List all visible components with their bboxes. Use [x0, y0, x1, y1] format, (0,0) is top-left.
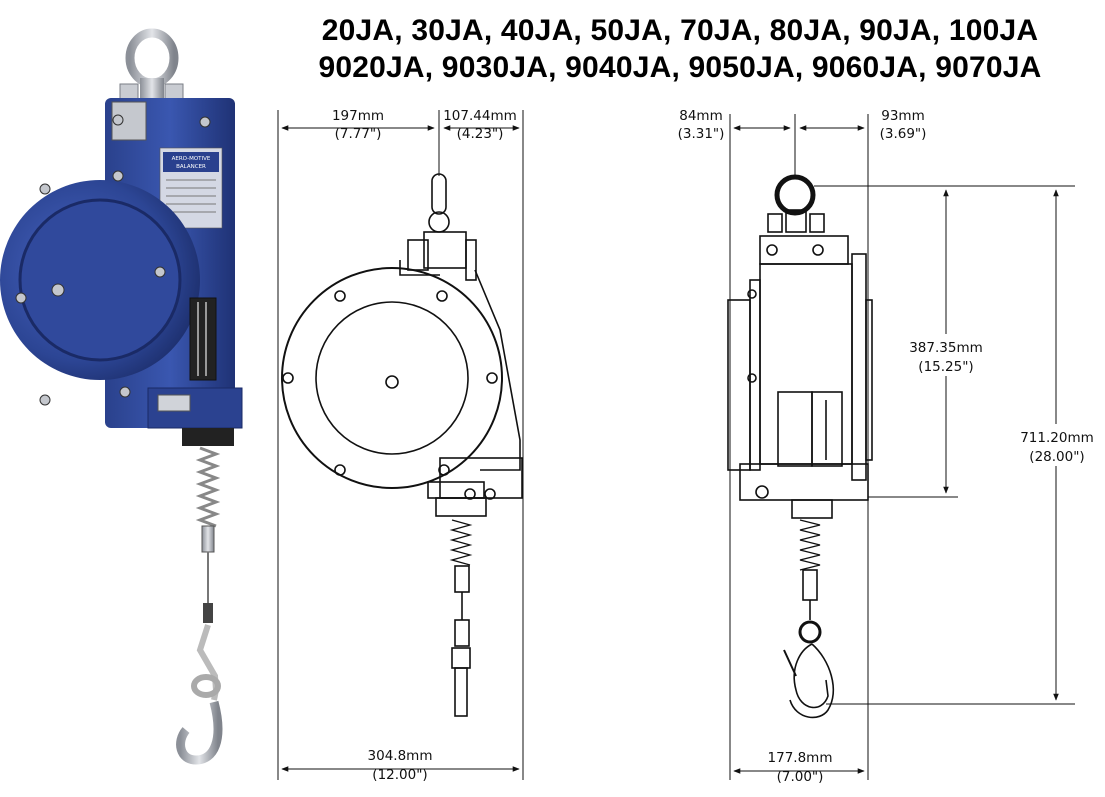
- dim-side-top-left-mm: 84mm: [679, 108, 722, 124]
- dim-front-top-left-mm: 197mm: [332, 108, 384, 124]
- product-label-line-2: BALANCER: [176, 164, 206, 170]
- model-list-line-1: 20JA, 30JA, 40JA, 50JA, 70JA, 80JA, 90JA…: [321, 14, 1039, 47]
- dim-side-height-outer-mm: 711.20mm: [1020, 430, 1094, 446]
- dim-front-top-right-mm: 107.44mm: [443, 108, 517, 124]
- side-view-drawing: [727, 174, 873, 719]
- dim-front-bottom-in: (12.00"): [372, 767, 427, 783]
- dim-side-top-right-in: (3.69"): [880, 126, 927, 142]
- dim-side-height-inner-mm: 387.35mm: [909, 340, 983, 356]
- front-view-dimensions: [277, 110, 524, 780]
- dim-front-top-right-in: (4.23"): [457, 126, 504, 142]
- dim-side-height-outer-in: (28.00"): [1029, 449, 1084, 465]
- balancer-photo: AERO-MOTIVE BALANCER: [0, 28, 243, 765]
- product-label-line-1: AERO-MOTIVE: [172, 156, 211, 162]
- dim-side-inner-label-bg: [902, 334, 990, 376]
- dim-front-top-left-in: (7.77"): [335, 126, 382, 142]
- dim-side-bottom-in: (7.00"): [777, 769, 824, 785]
- dim-side-height-inner-in: (15.25"): [918, 359, 973, 375]
- dim-side-outer-label-bg: [1012, 424, 1104, 466]
- dim-front-bottom-mm: 304.8mm: [368, 748, 433, 764]
- dim-side-bottom-mm: 177.8mm: [768, 750, 833, 766]
- model-list-line-2: 9020JA, 9030JA, 9040JA, 9050JA, 9060JA, …: [318, 51, 1042, 84]
- dim-side-top-left-in: (3.31"): [678, 126, 725, 142]
- dim-side-top-right-mm: 93mm: [881, 108, 924, 124]
- front-view-drawing: [281, 173, 523, 717]
